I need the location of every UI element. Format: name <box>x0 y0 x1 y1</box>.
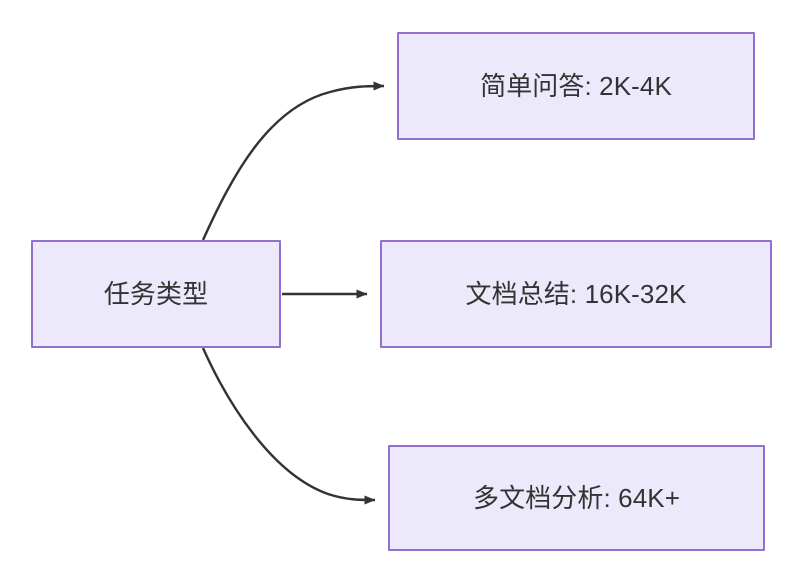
edge-root-to-multi-doc <box>201 347 376 505</box>
node-multi-doc-label: 多文档分析: 64K+ <box>473 482 680 513</box>
node-simple-qa-label: 简单问答: 2K-4K <box>480 70 672 101</box>
node-task-type[interactable]: 任务类型 <box>31 240 281 348</box>
node-simple-qa[interactable]: 简单问答: 2K-4K <box>397 32 755 140</box>
edge-root-to-simple-qa <box>201 81 385 241</box>
node-doc-summary-label: 文档总结: 16K-32K <box>465 278 687 309</box>
node-task-type-label: 任务类型 <box>103 278 209 309</box>
node-multi-doc[interactable]: 多文档分析: 64K+ <box>388 445 765 551</box>
node-doc-summary[interactable]: 文档总结: 16K-32K <box>380 240 772 348</box>
